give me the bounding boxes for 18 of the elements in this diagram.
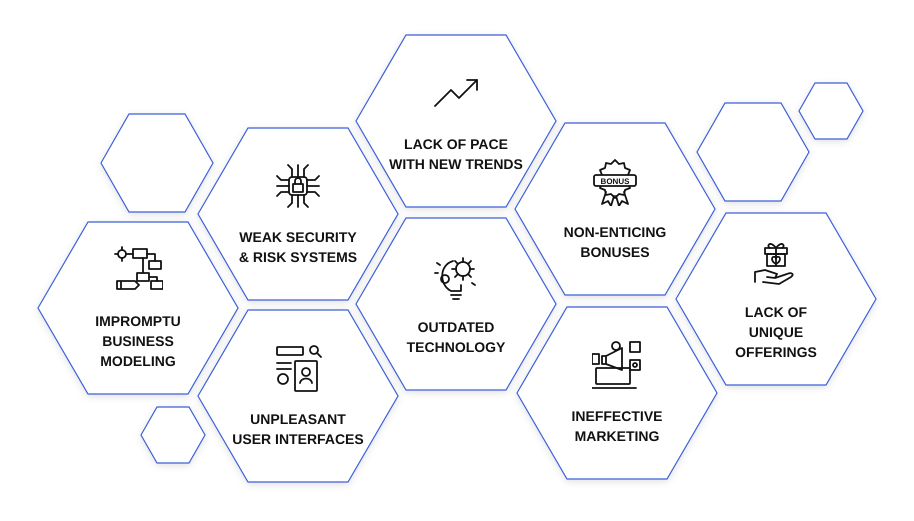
empty-hexagon xyxy=(799,83,863,139)
hexagon-label: OUTDATED TECHNOLOGY xyxy=(406,318,506,357)
hexagon-label: NON-ENTICING BONUSES xyxy=(562,223,668,262)
hexagon-card xyxy=(517,307,717,479)
hexagon-label: LACK OF PACE WITH NEW TRENDS xyxy=(388,135,524,174)
hexagon-card xyxy=(676,213,876,385)
hexagon-card xyxy=(198,310,398,482)
hexagon-card xyxy=(38,222,238,394)
empty-hexagon xyxy=(697,103,809,201)
hexagon-label: INEFFECTIVE MARKETING xyxy=(570,407,664,446)
empty-hexagon xyxy=(101,114,213,212)
hexagon-label: IMPROMPTU BUSINESS MODELING xyxy=(94,312,182,371)
hexagon-label: UNPLEASANT USER INTERFACES xyxy=(231,410,365,449)
hexagon-label: WEAK SECURITY & RISK SYSTEMS xyxy=(238,228,358,267)
hexagon-card xyxy=(356,35,556,207)
empty-hexagon xyxy=(141,407,205,463)
hexagon-label: LACK OF UNIQUE OFFERINGS xyxy=(734,303,818,362)
hexagon-card xyxy=(356,218,556,390)
